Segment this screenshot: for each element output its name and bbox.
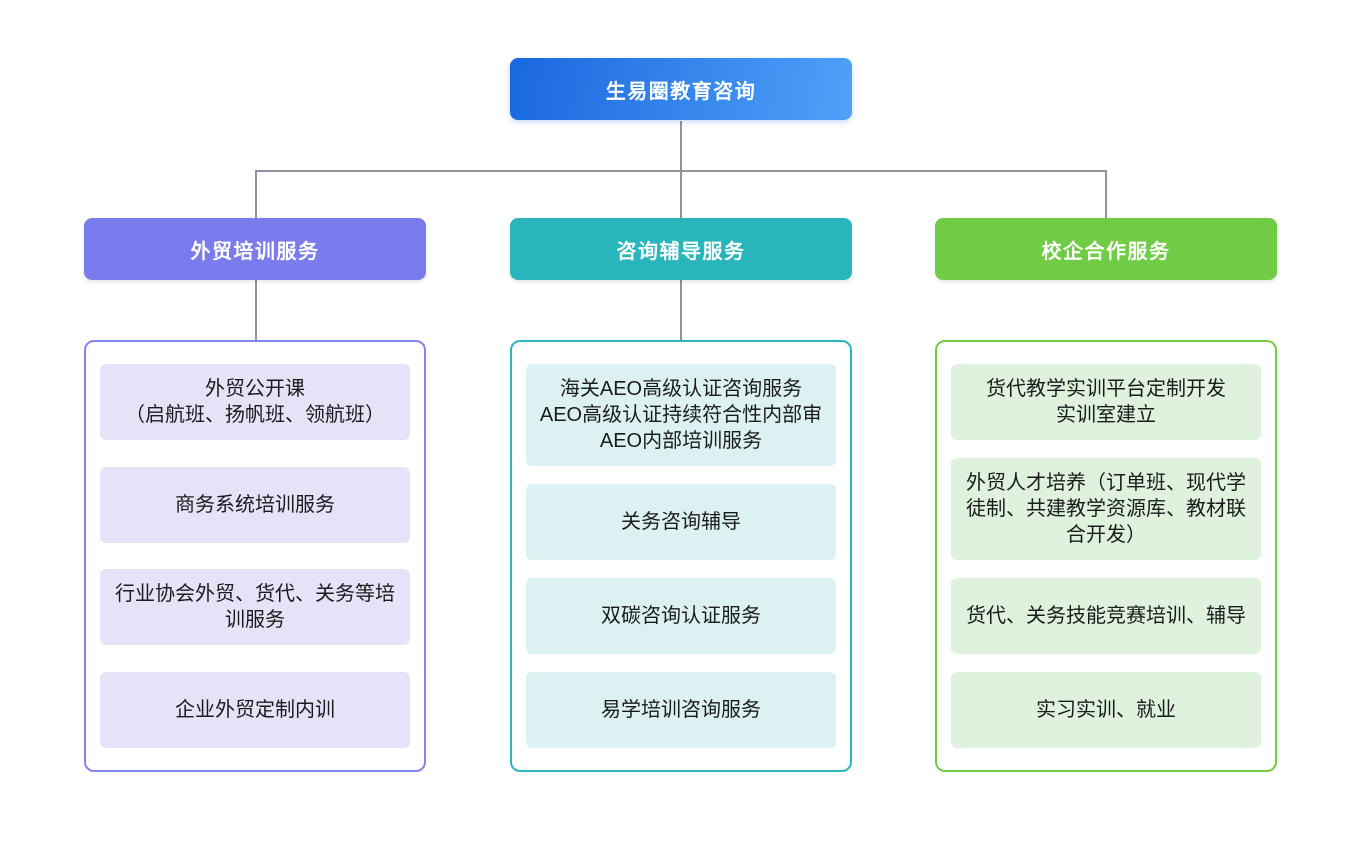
- leaf-skills-competition-training: 货代、关务技能竞赛培训、辅导: [951, 578, 1261, 654]
- leaf-customs-consulting: 关务咨询辅导: [526, 484, 836, 560]
- leaf-association-training: 行业协会外贸、货代、关务等培训服务: [100, 569, 410, 646]
- leaf-business-system-training: 商务系统培训服务: [100, 466, 410, 543]
- branch-header-foreign-trade-training: 外贸培训服务: [84, 218, 426, 280]
- leaf-talent-cultivation: 外贸人才培养（订单班、现代学徒制、共建教学资源库、教材联合开发）: [951, 458, 1261, 560]
- connector-root-down: [680, 121, 682, 171]
- branch-group-foreign-trade-training: 外贸公开课 （启航班、扬帆班、领航班） 商务系统培训服务 行业协会外贸、货代、关…: [84, 340, 426, 772]
- leaf-training-platform-development: 货代教学实训平台定制开发 实训室建立: [951, 364, 1261, 440]
- leaf-yixue-training-consulting: 易学培训咨询服务: [526, 672, 836, 748]
- leaf-aeo-certification-services: 海关AEO高级认证咨询服务 AEO高级认证持续符合性内部审 AEO内部培训服务: [526, 364, 836, 466]
- connector-branch-2-down: [680, 170, 682, 218]
- root-node: 生易圈教育咨询: [510, 58, 852, 120]
- connector-branch-1-to-group: [255, 280, 257, 340]
- branch-group-school-enterprise-cooperation: 货代教学实训平台定制开发 实训室建立 外贸人才培养（订单班、现代学徒制、共建教学…: [935, 340, 1277, 772]
- leaf-dual-carbon-consulting: 双碳咨询认证服务: [526, 578, 836, 654]
- leaf-open-course: 外贸公开课 （启航班、扬帆班、领航班）: [100, 364, 410, 440]
- connector-branch-2-to-group: [680, 280, 682, 340]
- connector-branch-3-down: [1105, 170, 1107, 218]
- branch-header-consulting-coaching: 咨询辅导服务: [510, 218, 852, 280]
- leaf-internship-employment: 实习实训、就业: [951, 672, 1261, 748]
- leaf-enterprise-custom-training: 企业外贸定制内训: [100, 671, 410, 748]
- connector-branch-1-down: [255, 170, 257, 218]
- branch-group-consulting-coaching: 海关AEO高级认证咨询服务 AEO高级认证持续符合性内部审 AEO内部培训服务 …: [510, 340, 852, 772]
- branch-header-school-enterprise-cooperation: 校企合作服务: [935, 218, 1277, 280]
